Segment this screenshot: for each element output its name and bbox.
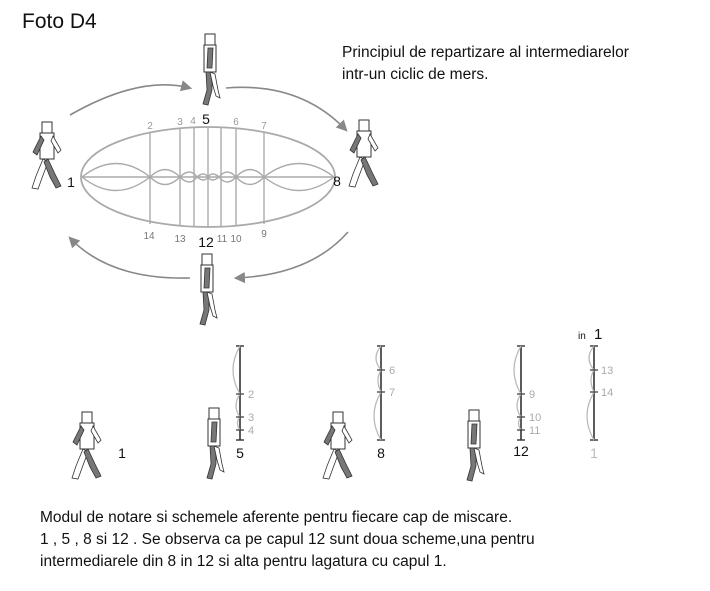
cycle-label-9: 9 xyxy=(261,229,267,240)
figure-pose-5 xyxy=(202,33,221,106)
chart1-label-14: 14 xyxy=(601,387,613,399)
row-figure-1 xyxy=(71,411,102,480)
cycle-key-1: 1 xyxy=(67,174,75,190)
chart8-label-7: 7 xyxy=(389,387,395,399)
cycle-label-4: 4 xyxy=(190,116,196,127)
row-figure-8 xyxy=(322,411,353,480)
chart12-label-9: 9 xyxy=(529,389,535,401)
chart1-label-13: 13 xyxy=(601,365,613,377)
chart8-label-6: 6 xyxy=(389,365,395,377)
explanation-text: Modul de notare si schemele aferente pen… xyxy=(40,507,700,573)
cycle-label-14: 14 xyxy=(143,231,155,242)
cycle-label-7: 7 xyxy=(261,121,267,132)
principle-caption: Principiul de repartizare al intermediar… xyxy=(342,42,702,86)
row-figure-5 xyxy=(206,407,225,480)
arrow-8-to-12 xyxy=(233,231,349,284)
cycle-label-6: 6 xyxy=(233,117,239,128)
principle-line-1: Principiul de repartizare al intermediar… xyxy=(342,44,629,61)
cycle-label-10: 10 xyxy=(230,234,242,245)
in-prefix-label: in xyxy=(578,331,586,342)
spacing-chart-12: 9 10 11 xyxy=(513,345,541,441)
spacing-chart-1: 13 14 xyxy=(586,345,613,441)
figure-pose-12 xyxy=(199,253,218,326)
row-figure-12 xyxy=(466,409,485,482)
figure-pose-1 xyxy=(31,121,62,190)
explanation-line-3: intermediarele din 8 in 12 si alta pentr… xyxy=(40,553,447,570)
cycle-label-2: 2 xyxy=(147,121,153,132)
chart12-label-10: 10 xyxy=(529,412,541,424)
chart12-label-11: 11 xyxy=(529,425,540,437)
cycle-diagram: 2 3 4 6 7 14 13 11 10 9 5 1 8 12 xyxy=(31,33,379,326)
cycle-key-8: 8 xyxy=(333,173,341,189)
arrow-1-to-5 xyxy=(69,80,193,116)
chart5-label-3: 3 xyxy=(248,412,254,424)
page-title: Foto D4 xyxy=(22,10,97,33)
arrow-12-to-1 xyxy=(68,236,191,279)
cycle-key-12: 12 xyxy=(198,234,214,250)
row-key-final-1: 1 xyxy=(590,445,598,461)
pose-row: 1 5 8 12 2 3 4 6 7 xyxy=(71,326,613,482)
principle-line-2: intr-un ciclic de mers. xyxy=(342,66,489,83)
spacing-chart-5: 2 3 4 xyxy=(232,345,254,441)
spacing-chart-8: 6 7 xyxy=(373,345,395,441)
explanation-line-1: Modul de notare si schemele aferente pen… xyxy=(40,509,513,526)
arrow-5-to-8 xyxy=(225,86,348,132)
cycle-label-11: 11 xyxy=(217,234,228,245)
cycle-label-13: 13 xyxy=(174,234,186,245)
row-key-8: 8 xyxy=(377,445,385,461)
in-key-1: 1 xyxy=(594,326,602,343)
row-key-1: 1 xyxy=(118,445,126,461)
explanation-line-2: 1 , 5 , 8 si 12 . Se observa ca pe capul… xyxy=(40,531,535,548)
row-key-12: 12 xyxy=(513,443,529,459)
chart5-label-2: 2 xyxy=(248,389,254,401)
figure-pose-8 xyxy=(348,119,379,188)
chart5-label-4: 4 xyxy=(248,425,254,437)
row-key-5: 5 xyxy=(236,445,244,461)
cycle-key-5: 5 xyxy=(202,111,210,127)
cycle-label-3: 3 xyxy=(177,117,183,128)
